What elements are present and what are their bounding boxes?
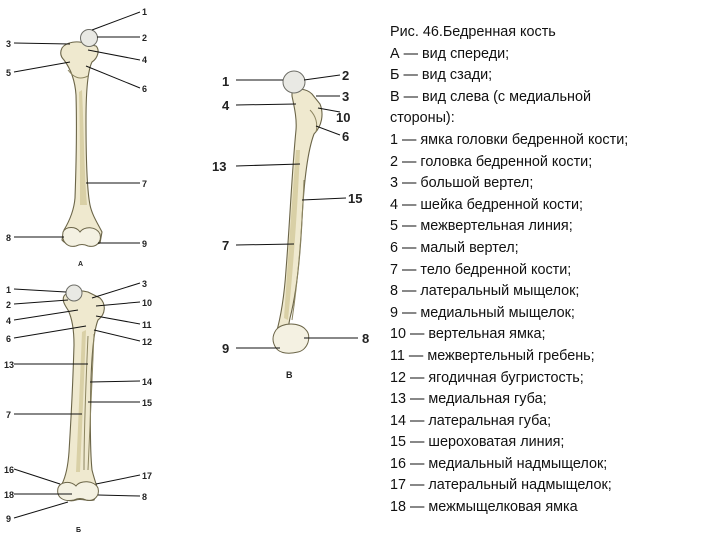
label-b-8: 8 bbox=[142, 492, 147, 502]
condyles-back bbox=[58, 482, 99, 501]
label-b-10: 10 bbox=[142, 298, 152, 308]
caption-line: 9 — медиальный мыщелок; bbox=[390, 303, 715, 325]
label-c-15: 15 bbox=[348, 191, 362, 206]
label-b-2: 2 bbox=[6, 300, 11, 310]
label-a-4: 4 bbox=[142, 55, 147, 65]
view-a-label: А bbox=[78, 261, 83, 268]
label-a-1: 1 bbox=[142, 7, 147, 17]
femur-bone-side bbox=[273, 71, 322, 353]
caption-line: 14 — латеральная губа; bbox=[390, 411, 715, 433]
label-b-3: 3 bbox=[142, 279, 147, 289]
caption-line: 11 — межвертельный гребень; bbox=[390, 346, 715, 368]
caption-line: 6 — малый вертел; bbox=[390, 238, 715, 260]
view-c-label: В bbox=[286, 370, 293, 380]
caption-line: 16 — медиальный надмыщелок; bbox=[390, 454, 715, 476]
label-b-18: 18 bbox=[4, 490, 14, 500]
caption-line: В — вид слева (с медиальной bbox=[390, 87, 715, 109]
caption-line: 4 — шейка бедренной кости; bbox=[390, 195, 715, 217]
label-a-3: 3 bbox=[6, 39, 11, 49]
caption-line: 13 — медиальная губа; bbox=[390, 389, 715, 411]
label-c-2: 2 bbox=[342, 68, 349, 83]
label-a-6: 6 bbox=[142, 84, 147, 94]
label-c-8: 8 bbox=[362, 331, 369, 346]
label-b-14: 14 bbox=[142, 377, 152, 387]
label-c-13: 13 bbox=[212, 159, 226, 174]
label-b-6: 6 bbox=[6, 334, 11, 344]
caption-line: 18 — межмыщелковая ямка bbox=[390, 497, 715, 519]
caption-line: 10 — вертельная ямка; bbox=[390, 324, 715, 346]
caption-line: 8 — латеральный мыщелок; bbox=[390, 281, 715, 303]
femur-bone-back bbox=[58, 285, 105, 501]
label-b-15: 15 bbox=[142, 398, 152, 408]
view-a-front: 1 2 3 4 5 6 7 8 9 А bbox=[6, 7, 147, 268]
view-b-label: Б bbox=[76, 527, 81, 534]
figure-caption: Рис. 46.Бедренная кость А — вид спереди;… bbox=[390, 22, 715, 519]
femur-bone-front bbox=[61, 30, 102, 247]
label-a-7: 7 bbox=[142, 179, 147, 189]
label-c-7: 7 bbox=[222, 238, 229, 253]
caption-line: стороны): bbox=[390, 108, 715, 130]
label-c-4: 4 bbox=[222, 98, 230, 113]
view-b-back: 1 2 4 6 13 7 16 18 9 3 10 11 12 14 15 17… bbox=[4, 279, 152, 534]
femoral-head-back bbox=[66, 285, 82, 301]
label-c-9: 9 bbox=[222, 341, 229, 356]
caption-line: Б — вид сзади; bbox=[390, 65, 715, 87]
label-b-7: 7 bbox=[6, 410, 11, 420]
caption-line: 2 — головка бедренной кости; bbox=[390, 152, 715, 174]
femoral-head-side bbox=[283, 71, 305, 93]
femoral-head bbox=[81, 30, 98, 47]
label-b-9: 9 bbox=[6, 514, 11, 524]
label-b-13: 13 bbox=[4, 360, 14, 370]
label-c-1: 1 bbox=[222, 74, 229, 89]
condyles-side bbox=[273, 324, 309, 353]
label-a-8: 8 bbox=[6, 233, 11, 243]
label-c-3: 3 bbox=[342, 89, 349, 104]
caption-line: 17 — латеральный надмыщелок; bbox=[390, 475, 715, 497]
label-b-4: 4 bbox=[6, 316, 11, 326]
label-b-1: 1 bbox=[6, 285, 11, 295]
caption-title: Рис. 46.Бедренная кость bbox=[390, 22, 715, 44]
label-c-6: 6 bbox=[342, 129, 349, 144]
label-a-9: 9 bbox=[142, 239, 147, 249]
view-c-side: 1 4 13 7 9 2 3 10 6 15 8 В bbox=[212, 68, 369, 380]
label-b-11: 11 bbox=[142, 320, 152, 330]
caption-line: 12 — ягодичная бугристость; bbox=[390, 368, 715, 390]
label-c-10: 10 bbox=[336, 110, 350, 125]
caption-line: 15 — шероховатая линия; bbox=[390, 432, 715, 454]
caption-line: А — вид спереди; bbox=[390, 44, 715, 66]
label-b-16: 16 bbox=[4, 465, 14, 475]
label-a-5: 5 bbox=[6, 68, 11, 78]
caption-line: 1 — ямка головки бедренной кости; bbox=[390, 130, 715, 152]
label-b-12: 12 bbox=[142, 337, 152, 347]
caption-line: 3 — большой вертел; bbox=[390, 173, 715, 195]
label-a-2: 2 bbox=[142, 33, 147, 43]
condyles bbox=[63, 228, 101, 247]
label-b-17: 17 bbox=[142, 471, 152, 481]
caption-line: 5 — межвертельная линия; bbox=[390, 216, 715, 238]
caption-line: 7 — тело бедренной кости; bbox=[390, 260, 715, 282]
